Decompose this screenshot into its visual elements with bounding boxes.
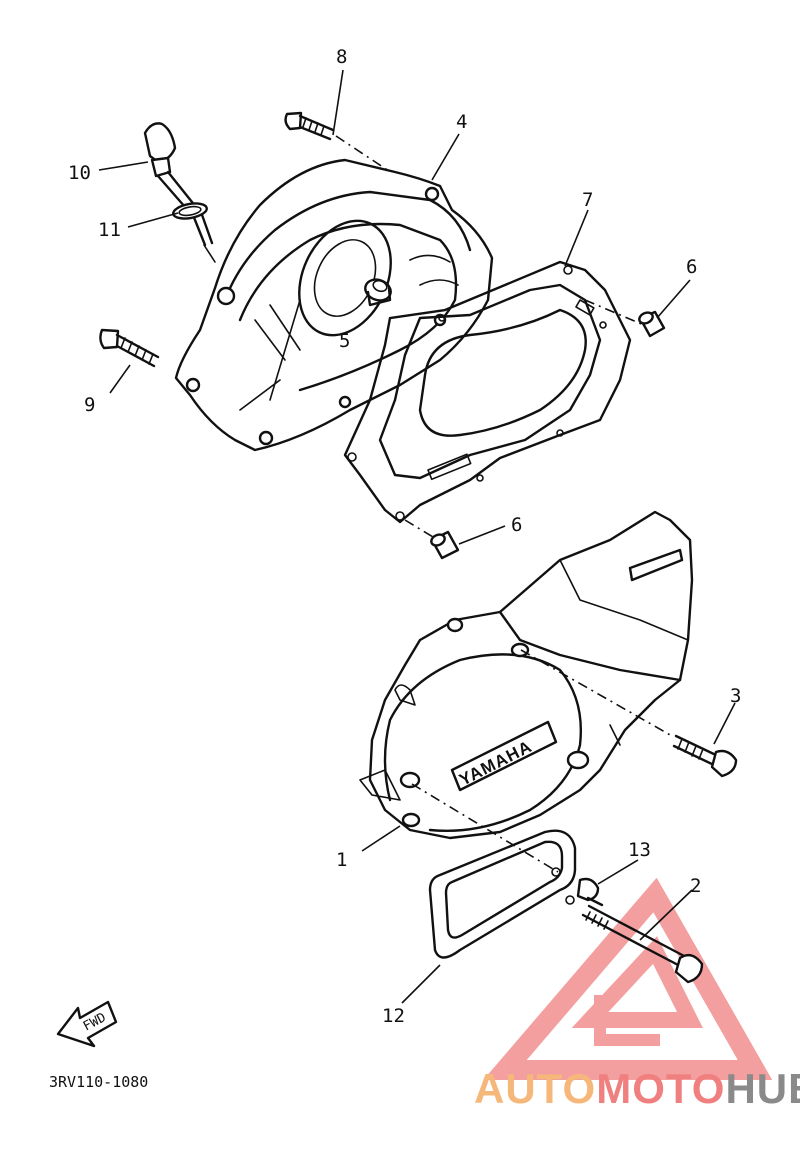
callout-4: 4 (456, 111, 467, 133)
callout-labels: 8 4 10 11 7 6 5 9 6 3 1 13 2 12 (68, 46, 741, 1027)
gasket-7 (343, 260, 647, 541)
collar-5 (364, 278, 392, 307)
watermark-triangle-logo (483, 877, 773, 1080)
bolt-8 (284, 111, 396, 176)
callout-11: 11 (98, 219, 121, 241)
crankcase-cover-1: YAMAHA (359, 510, 694, 873)
oil-filler-plug-10 (143, 122, 216, 263)
svg-text:AUTOMOTOHUB: AUTOMOTOHUB (474, 1065, 800, 1112)
watermark-part-auto: AUTO (474, 1065, 596, 1112)
callout-6-upper: 6 (686, 256, 697, 278)
callout-10: 10 (68, 162, 91, 184)
screw-13 (576, 877, 604, 907)
callout-6-lower: 6 (511, 514, 522, 536)
dowel-pin-6-lower (430, 530, 460, 560)
callout-9: 9 (84, 394, 95, 416)
o-ring-11 (172, 202, 208, 220)
callout-2: 2 (690, 875, 701, 897)
fwd-arrow-icon: FWD (56, 1000, 118, 1048)
watermark-wordmark: AUTOMOTOHUB (474, 1065, 800, 1112)
watermark-part-hub: HUB (725, 1065, 800, 1112)
callout-3: 3 (730, 685, 741, 707)
leader-lines (98, 69, 736, 1004)
bolt-2 (581, 904, 704, 984)
callout-1: 1 (336, 849, 347, 871)
callout-8: 8 (336, 46, 347, 68)
bolt-3 (672, 734, 738, 778)
callout-12: 12 (382, 1005, 405, 1027)
callout-7: 7 (582, 189, 593, 211)
callout-13: 13 (628, 839, 651, 861)
diagram-code: 3RV110-1080 (49, 1073, 148, 1091)
callout-5: 5 (339, 330, 350, 352)
bolt-9 (99, 328, 160, 368)
watermark-part-moto: MOTO (596, 1065, 725, 1112)
crankcase-cover-4 (174, 158, 494, 452)
gasket-12 (428, 829, 577, 959)
